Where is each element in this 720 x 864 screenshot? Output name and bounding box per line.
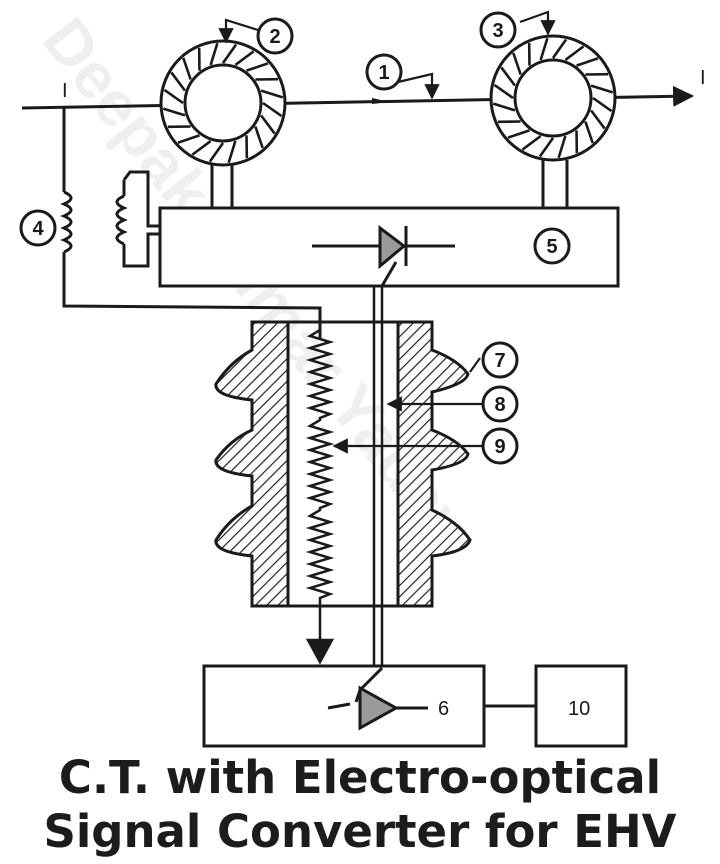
unit-10-label: 10 [568,698,590,720]
callout-5: 5 [533,227,571,265]
callout-7-label: 7 [494,350,505,372]
callout-9: 9 [481,427,519,465]
diagram-title-line-1: C.T. with Electro-optical [58,751,662,804]
output-unit-10 [534,664,628,748]
toroidal-ct-core-3 [489,34,617,162]
resistive-divider-9 [305,308,335,665]
callout-8-label: 8 [494,394,505,416]
callout-9-label: 9 [494,436,505,458]
callout-2: 2 [256,17,294,55]
callout-markers: 1 2 3 4 5 7 8 9 [19,11,571,465]
callout-1-label: 1 [378,62,389,84]
led-emitter-icon [312,225,455,287]
unit-6-label: 6 [438,698,449,720]
callout-8: 8 [481,385,519,423]
callout-2-label: 2 [269,26,280,48]
callout-1: 1 [365,53,403,91]
callout-4-label: 4 [32,218,44,240]
ct-electro-optical-diagram: Deepak Kumar Yadav I I [19,4,706,748]
toroidal-ct-core-2 [159,39,287,167]
optical-fibre-8 [372,286,384,668]
callout-leaders [218,10,556,454]
callout-5-label: 5 [546,236,557,258]
current-label-out: I [700,67,706,89]
photodetector-amplifier-icon [327,666,428,731]
insulator-column [214,320,472,608]
toroid-stems [210,160,569,210]
current-label-in: I [62,80,68,102]
callout-4: 4 [19,209,57,247]
diagram-title-line-2: Signal Converter for EHV [43,805,677,858]
callout-3: 3 [479,11,517,49]
callout-7: 7 [481,341,519,379]
callout-3-label: 3 [492,20,503,42]
